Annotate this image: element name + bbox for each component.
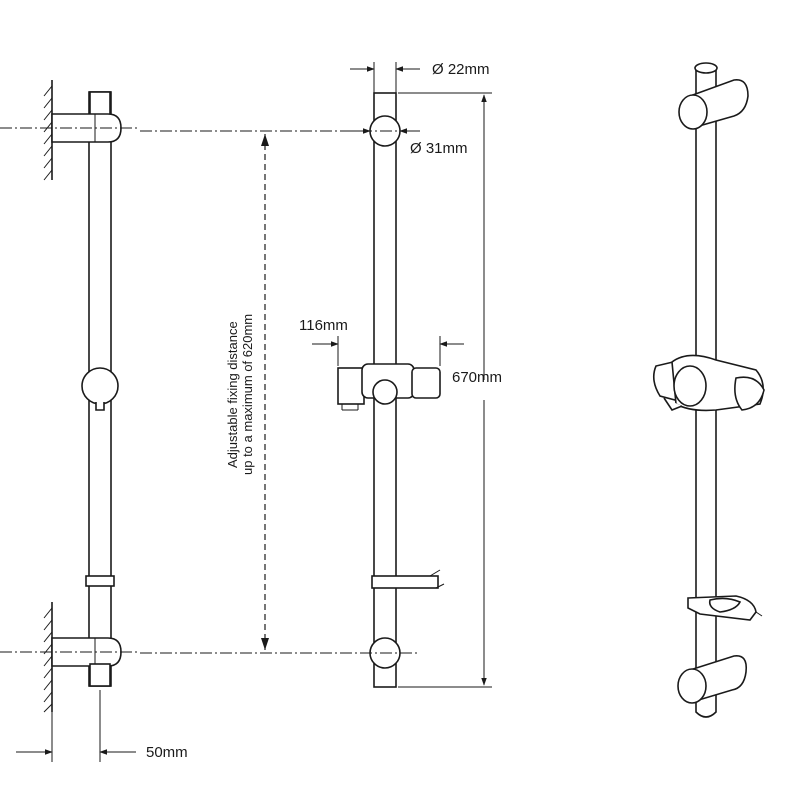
side-soap-dish-band — [85, 575, 115, 587]
dimension-fixing-distance: Adjustable fixing distance up to a maxim… — [225, 134, 269, 650]
wall-bottom — [43, 602, 53, 713]
perspective-top-bracket — [678, 79, 749, 130]
total-height-label: 670mm — [452, 369, 502, 386]
side-slider-holder — [81, 367, 119, 411]
bracket-diameter-label: Ø 31mm — [410, 140, 468, 157]
perspective-soap-dish — [687, 595, 763, 621]
perspective-view — [652, 62, 765, 718]
dimension-holder-width: 116mm — [299, 317, 464, 366]
rail-diameter-label: Ø 22mm — [432, 61, 490, 78]
front-soap-dish — [371, 569, 445, 589]
fixing-distance-line2: up to a maximum of 620mm — [240, 314, 255, 475]
perspective-slider-holder — [652, 354, 765, 412]
front-view: Ø 22mm Ø 31mm 116mm 670mm — [140, 61, 502, 688]
dimension-bracket-diameter: Ø 31mm — [352, 128, 468, 157]
dimension-total-height: 670mm — [398, 92, 502, 688]
wall-projection-label: 50mm — [146, 744, 188, 761]
side-top-cap — [89, 91, 111, 117]
holder-width-label: 116mm — [299, 317, 348, 334]
wall-top — [43, 80, 53, 181]
dimension-wall-projection: 50mm — [16, 690, 188, 762]
perspective-bottom-bracket — [677, 655, 748, 704]
side-bottom-cap — [89, 663, 111, 687]
fixing-distance-line1: Adjustable fixing distance — [225, 321, 240, 468]
front-slider-holder — [337, 363, 441, 411]
dimension-rail-diameter: Ø 22mm — [350, 61, 490, 93]
side-view: 50mm — [0, 80, 188, 762]
